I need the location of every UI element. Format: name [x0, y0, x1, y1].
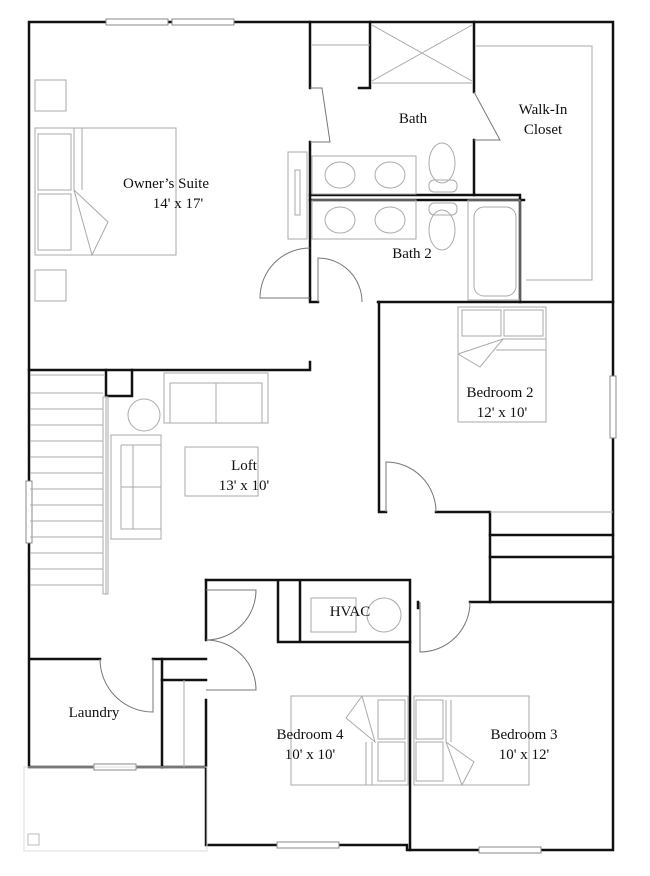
room-name: Bedroom 3 [490, 727, 558, 743]
room-dims: 10' x 10' [284, 747, 336, 763]
room-dims: 12' x 10' [476, 405, 528, 421]
room-dims: 13' x 10' [218, 478, 270, 494]
room-name: Bedroom 4 [276, 727, 344, 743]
room-label-owners-suite: Owner’s Suite 14' x 17' [100, 174, 232, 214]
room-label-laundry: Laundry [56, 703, 132, 723]
room-name: Owner’s Suite [123, 176, 209, 192]
room-dims: 10' x 12' [498, 747, 550, 763]
room-name: Laundry [68, 705, 120, 721]
room-label-walk-in-closet: Walk-In Closet [505, 100, 581, 140]
room-label-bedroom-4: Bedroom 4 10' x 10' [260, 725, 360, 765]
doors [99, 87, 501, 713]
room-name: HVAC [329, 604, 371, 620]
room-name: Bath 2 [392, 246, 432, 262]
room-label-bedroom-3: Bedroom 3 10' x 12' [474, 725, 574, 765]
room-label-hvac: HVAC [320, 602, 380, 622]
room-name: Bedroom 2 [466, 385, 534, 401]
room-label-loft: Loft 13' x 10' [206, 456, 282, 496]
fixtures [23, 45, 593, 852]
room-label-bedroom-2: Bedroom 2 12' x 10' [452, 383, 548, 423]
room-dims: 14' x 17' [152, 196, 204, 212]
room-name: Bath [398, 111, 428, 127]
room-label-bath-2: Bath 2 [380, 244, 444, 264]
staircase [30, 374, 109, 595]
room-name: Loft [231, 458, 257, 474]
room-name-line2: Closet [523, 122, 563, 138]
room-name: Walk-In [518, 102, 568, 118]
room-label-bath: Bath [383, 109, 443, 129]
